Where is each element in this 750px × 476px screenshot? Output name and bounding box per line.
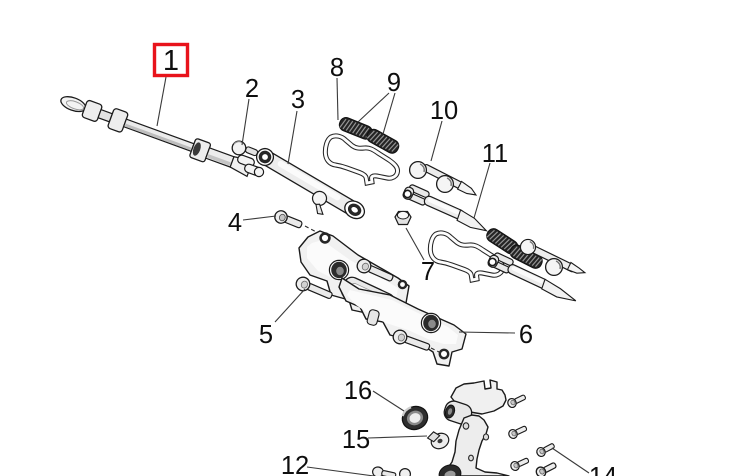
svg-text:2: 2	[245, 75, 259, 103]
svg-text:16: 16	[344, 377, 372, 405]
svg-text:15: 15	[342, 426, 370, 454]
svg-text:1: 1	[163, 45, 179, 77]
svg-text:4: 4	[228, 209, 242, 237]
svg-text:7: 7	[421, 258, 435, 286]
svg-text:10: 10	[430, 97, 458, 125]
svg-text:6: 6	[519, 321, 533, 349]
svg-text:3: 3	[291, 86, 305, 114]
svg-text:5: 5	[259, 321, 273, 349]
svg-text:8: 8	[330, 54, 344, 82]
svg-text:12: 12	[281, 452, 309, 476]
svg-text:9: 9	[387, 69, 401, 97]
svg-text:14: 14	[589, 463, 617, 476]
svg-text:11: 11	[482, 140, 508, 168]
